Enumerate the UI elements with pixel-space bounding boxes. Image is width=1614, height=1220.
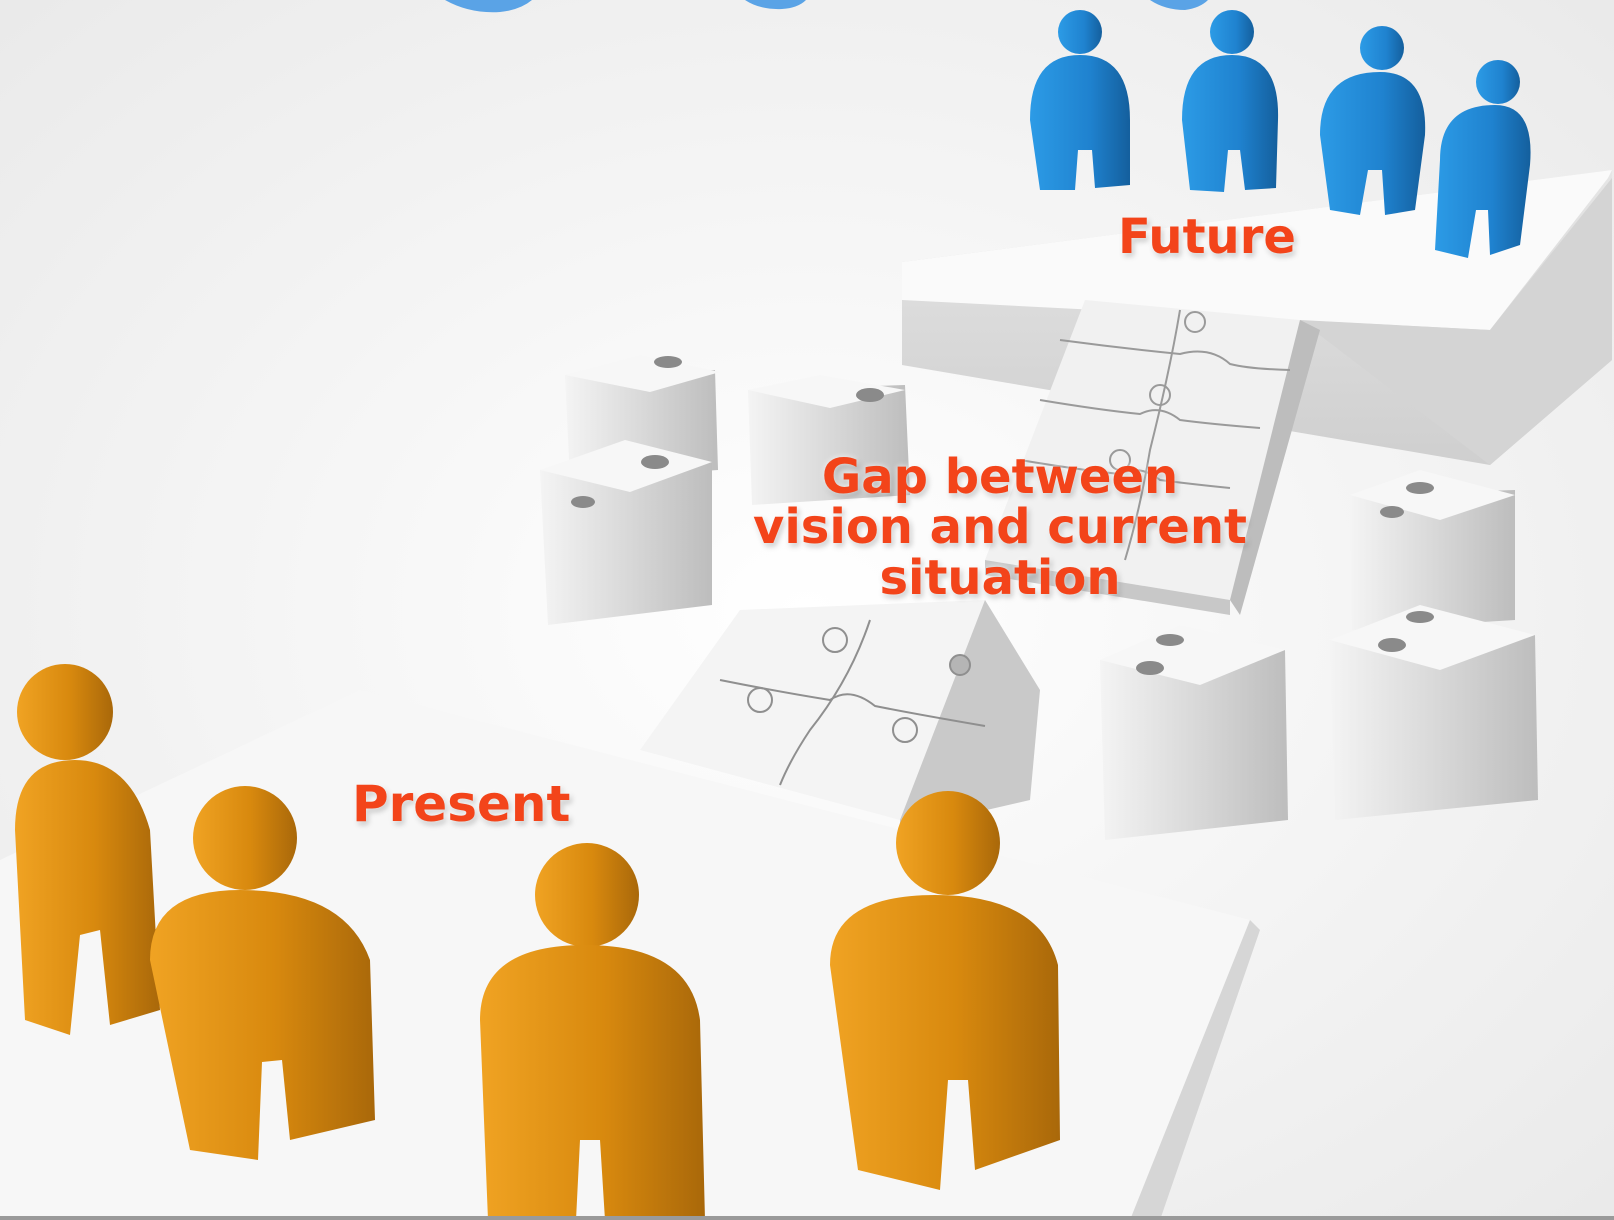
puzzle-piece — [1350, 470, 1515, 630]
person-figure — [1435, 60, 1531, 258]
gap-label-line-1: Gap between — [821, 449, 1179, 505]
puzzle-piece — [748, 375, 910, 505]
gap-label-line-2: vision and current — [753, 499, 1247, 556]
puzzle-piece — [1100, 625, 1288, 840]
future-people — [1030, 10, 1531, 258]
present-people — [15, 664, 1060, 1220]
puzzle-bridge-top — [985, 300, 1320, 615]
bottom-border — [0, 1216, 1614, 1220]
person-figure — [1320, 26, 1426, 215]
puzzle-bridge-bottom — [640, 600, 1040, 830]
puzzle-piece — [1330, 605, 1538, 820]
puzzle-piece — [540, 440, 712, 625]
future-label: Future — [1118, 209, 1296, 265]
gap-label-line-3: situation — [879, 549, 1121, 606]
person-figure — [150, 786, 375, 1160]
present-label: Present — [352, 775, 571, 833]
person-figure — [480, 843, 705, 1220]
person-figure — [830, 791, 1060, 1190]
gap-label: Gap between vision and current situation — [720, 449, 1280, 606]
partial-title-glyphs — [445, 0, 1208, 13]
person-figure — [1182, 10, 1279, 192]
loose-puzzle-pieces — [540, 355, 1538, 840]
person-figure — [15, 664, 160, 1035]
person-figure — [1030, 10, 1130, 190]
